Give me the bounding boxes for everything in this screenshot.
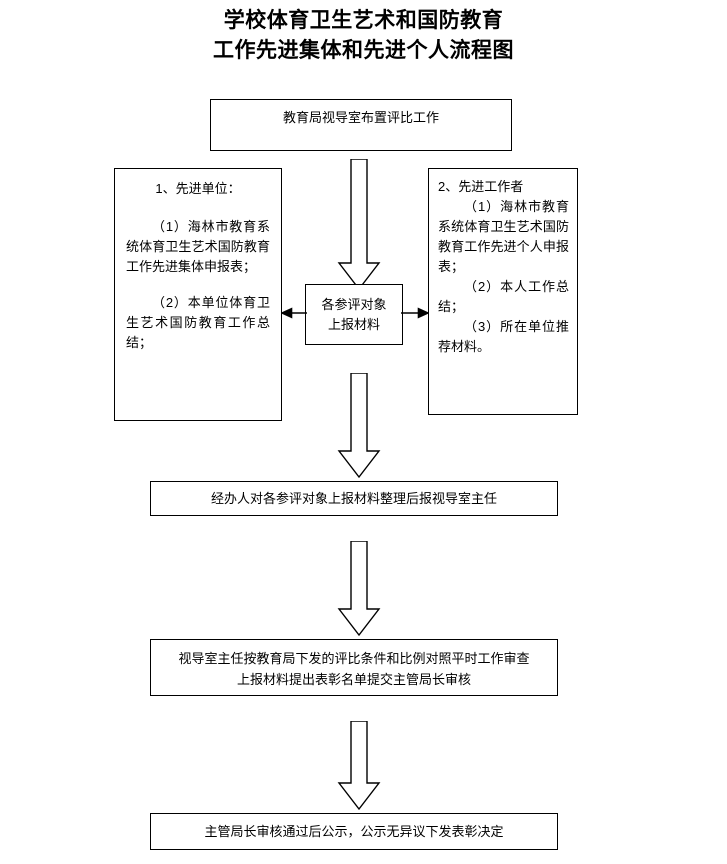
right-criteria-item-2: （2）本人工作总结； [438, 279, 569, 314]
connector-step4-to-step5 [331, 721, 387, 811]
page-title-line-2: 工作先进集体和先进个人流程图 [213, 39, 514, 62]
flow-node-step4-label-line-1: 视导室主任按教育局下发的评比条件和比例对照平时工作审查 [178, 651, 530, 666]
left-criteria-item-2: （2）本单位体育卫生艺术国防教育工作总结； [126, 295, 270, 350]
connector-step2-to-left-criteria [281, 307, 307, 319]
flow-node-step4: 视导室主任按教育局下发的评比条件和比例对照平时工作审查 上报材料提出表彰名单提交… [150, 639, 558, 696]
right-criteria-item-3: （3）所在单位推荐材料。 [438, 319, 569, 354]
flow-node-step2-label: 各参评对象 上报材料 [306, 285, 402, 335]
flow-node-step2-label-line-2: 上报材料 [327, 317, 380, 332]
connector-step1-to-step2 [331, 159, 387, 291]
flow-node-step1: 教育局视导室布置评比工作 [210, 99, 512, 151]
page-title-line-1: 学校体育卫生艺术和国防教育 [223, 9, 504, 32]
connector-step2-to-right-criteria [401, 307, 429, 319]
flow-node-step5-label: 主管局长审核通过后公示，公示无异议下发表彰决定 [204, 824, 504, 839]
page-title: 学校体育卫生艺术和国防教育 工作先进集体和先进个人流程图 [0, 6, 727, 66]
flow-node-step3-label: 经办人对各参评对象上报材料整理后报视导室主任 [210, 491, 497, 506]
flow-node-left-criteria: 1、先进单位： （1）海林市教育系统体育卫生艺术国防教育工作先进集体申报表； （… [114, 168, 282, 421]
right-criteria-heading: 2、先进工作者 [438, 179, 524, 194]
flow-node-step5: 主管局长审核通过后公示，公示无异议下发表彰决定 [150, 813, 558, 850]
flow-node-step1-label: 教育局视导室布置评比工作 [282, 110, 439, 125]
right-criteria-item-1: （1）海林市教育系统体育卫生艺术国防教育工作先进个人申报表； [438, 199, 569, 274]
left-criteria-item-1: （1）海林市教育系统体育卫生艺术国防教育工作先进集体申报表； [126, 219, 270, 274]
flow-node-step2-label-line-1: 各参评对象 [321, 297, 387, 312]
flow-node-step2: 各参评对象 上报材料 [305, 284, 403, 345]
flow-node-step3: 经办人对各参评对象上报材料整理后报视导室主任 [150, 481, 558, 516]
connector-step2-to-step3 [331, 373, 387, 479]
left-criteria-heading: 1、先进单位： [155, 181, 241, 196]
flow-node-right-criteria: 2、先进工作者 （1）海林市教育系统体育卫生艺术国防教育工作先进个人申报表； （… [428, 168, 578, 415]
flow-node-step4-label-line-2: 上报材料提出表彰名单提交主管局长审核 [236, 672, 471, 687]
flow-node-step4-label: 视导室主任按教育局下发的评比条件和比例对照平时工作审查 上报材料提出表彰名单提交… [151, 640, 557, 690]
connector-step3-to-step4 [331, 541, 387, 637]
